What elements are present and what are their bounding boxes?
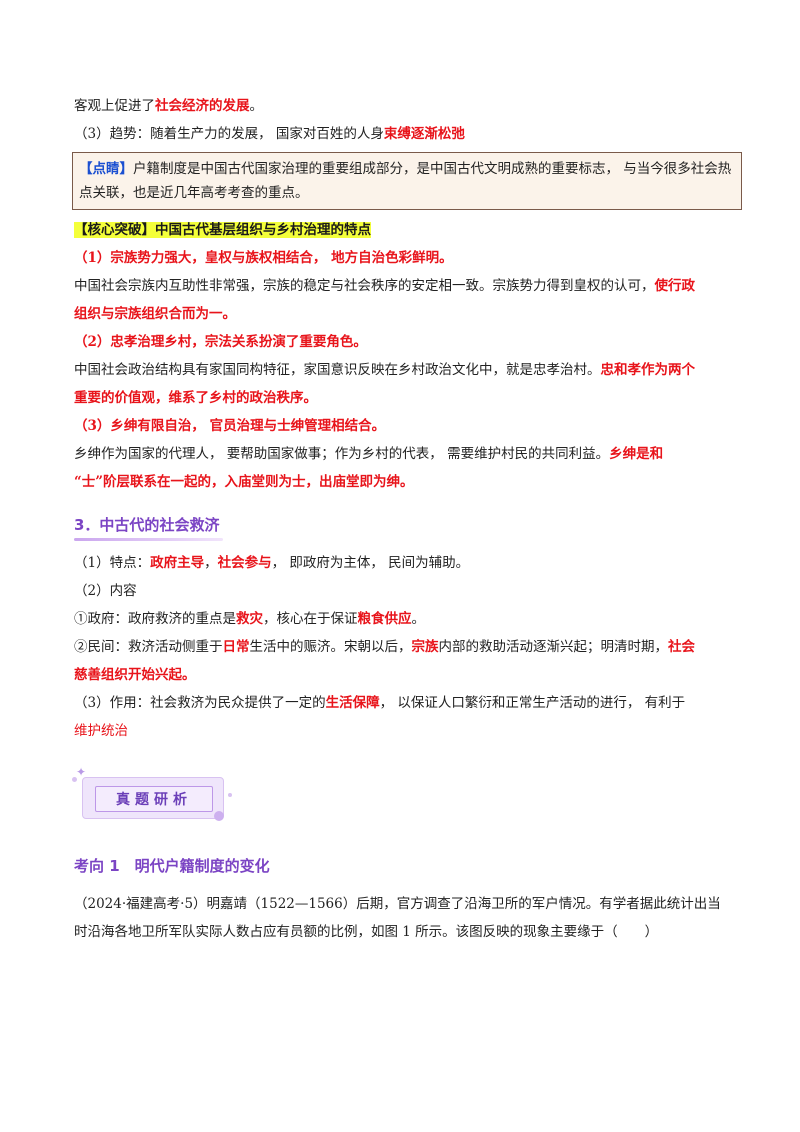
core-point-3-text-a: 乡绅作为国家的代理人， 要帮助国家做事；作为乡村的代表， 需要维护村民的共同利益… (74, 444, 734, 464)
question-line-2: 时沿海各地卫所军队实际人数占应有员额的比例，如图 1 所示。该图反映的现象主要缘… (74, 924, 659, 940)
emphasis-text: 社会 (668, 639, 695, 655)
relief-effect-b: 维护统治 (74, 723, 128, 739)
emphasis-text: 乡绅是和 (609, 446, 664, 462)
highlighted-heading: 【核心突破】中国古代基层组织与乡村治理的特点 (74, 222, 371, 238)
text: ②民间：救济活动侧重于 (74, 639, 223, 655)
text: ， 即政府为主体， 民间为辅助。 (271, 555, 470, 571)
text: 中国社会政治结构具有家国同构特征，家国意识反映在乡村政治文化中，就是忠孝治村。 (74, 362, 601, 378)
emphasis-text: 救灾 (236, 611, 263, 627)
core-point-1-text-b: 组织与宗族组织合而为一。 (74, 306, 236, 322)
sparkle-icon: ✦ (76, 765, 87, 779)
core-point-1-text-a: 中国社会宗族内互助性非常强，宗族的稳定与社会秩序的安定相一致。宗族势力得到皇权的… (74, 276, 734, 296)
core-point-2-text-b: 重要的价值观，维系了乡村的政治秩序。 (74, 390, 317, 406)
emphasis-text: 政府主导 (150, 555, 205, 571)
emphasis-text: 社会经济的发展 (155, 98, 250, 114)
badge-frame: 真题研析 (82, 777, 224, 819)
relief-government: ①政府：政府救济的重点是救灾，核心在于保证粮食供应。 (74, 609, 734, 629)
text: （3）作用：社会救济为民众提供了一定的 (74, 695, 326, 711)
text: ， 以保证人口繁衍和正常生产活动的进行， 有利于 (379, 695, 686, 711)
exam-analysis-badge: ✦ 真题研析 (72, 765, 236, 827)
kaoxiang-title: 考向 1 明代户籍制度的变化 (74, 857, 270, 875)
document-page: 客观上促进了社会经济的发展。 （3）趋势：随着生产力的发展， 国家对百姓的人身束… (72, 96, 742, 950)
text: 中国社会宗族内互助性非常强，宗族的稳定与社会秩序的安定相一致。宗族势力得到皇权的… (74, 278, 655, 294)
relief-effect-a: （3）作用：社会救济为民众提供了一定的生活保障， 以保证人口繁衍和正常生产活动的… (74, 693, 734, 713)
text: 生活中的赈济。宋朝以后， (249, 639, 412, 655)
callout-text: 户籍制度是中国古代国家治理的重要组成部分，是中国古代文明成熟的重要标志， 与当今… (79, 161, 732, 201)
text: 客观上促进了 (74, 98, 155, 114)
text: 。 (411, 611, 426, 627)
text: ， (204, 555, 218, 571)
callout-tag: 【点睛】 (79, 161, 133, 177)
intro-line-2: （3）趋势：随着生产力的发展， 国家对百姓的人身束缚逐渐松弛 (74, 124, 734, 144)
text: 乡绅作为国家的代理人， 要帮助国家做事；作为乡村的代表， 需要维护村民的共同利益… (74, 446, 610, 462)
core-heading: 【核心突破】中国古代基层组织与乡村治理的特点 (74, 220, 734, 240)
section-3-title: 3．中古代的社会救济 (74, 514, 224, 541)
dot-decoration (72, 777, 77, 782)
key-point-callout: 【点睛】户籍制度是中国古代国家治理的重要组成部分，是中国古代文明成熟的重要标志，… (72, 152, 742, 210)
text: ①政府：政府救济的重点是 (74, 611, 236, 627)
core-point-1-title: （1）宗族势力强大，皇权与族权相结合， 地方自治色彩鲜明。 (74, 250, 453, 266)
core-point-3-title: （3）乡绅有限自治， 官员治理与士绅管理相结合。 (74, 418, 386, 434)
title-underline (74, 538, 224, 541)
emphasis-text: 生活保障 (325, 695, 380, 711)
relief-features: （1）特点：政府主导，社会参与， 即政府为主体， 民间为辅助。 (74, 553, 734, 573)
relief-folk-b: 慈善组织开始兴起。 (74, 667, 196, 683)
core-point-2-text-a: 中国社会政治结构具有家国同构特征，家国意识反映在乡村政治文化中，就是忠孝治村。忠… (74, 360, 734, 380)
relief-content: （2）内容 (74, 583, 137, 599)
badge-label: 真题研析 (95, 786, 213, 812)
text: 内部的救助活动逐渐兴起；明清时期， (438, 639, 669, 655)
emphasis-text: 使行政 (654, 278, 696, 294)
core-point-2-title: （2）忠孝治理乡村，宗法关系扮演了重要角色。 (74, 334, 367, 350)
emphasis-text: 粮食供应 (357, 611, 412, 627)
relief-folk-a: ②民间：救济活动侧重于日常生活中的赈济。宋朝以后，宗族内部的救助活动逐渐兴起；明… (74, 637, 734, 657)
emphasis-text: 日常 (222, 639, 250, 655)
section-title-text: 3．中古代的社会救济 (74, 516, 220, 534)
emphasis-text: 忠和孝作为两个 (600, 362, 696, 378)
text: （3）趋势：随着生产力的发展， 国家对百姓的人身 (74, 126, 384, 142)
text: （1）特点： (74, 555, 151, 571)
emphasis-text: 宗族 (411, 639, 439, 655)
dot-decoration (228, 793, 232, 797)
core-point-3-text-b: “士”阶层联系在一起的，入庙堂则为士，出庙堂即为绅。 (74, 474, 414, 490)
emphasis-text: 社会参与 (217, 555, 272, 571)
question-line-1: （2024·福建高考·5）明嘉靖（1522—1566）后期，官方调查了沿海卫所的… (74, 896, 721, 912)
dot-decoration (214, 811, 224, 821)
emphasis-text: 束缚逐渐松弛 (383, 126, 465, 142)
intro-line-1: 客观上促进了社会经济的发展。 (74, 96, 734, 116)
text: 。 (249, 98, 264, 114)
text: ，核心在于保证 (263, 611, 358, 627)
